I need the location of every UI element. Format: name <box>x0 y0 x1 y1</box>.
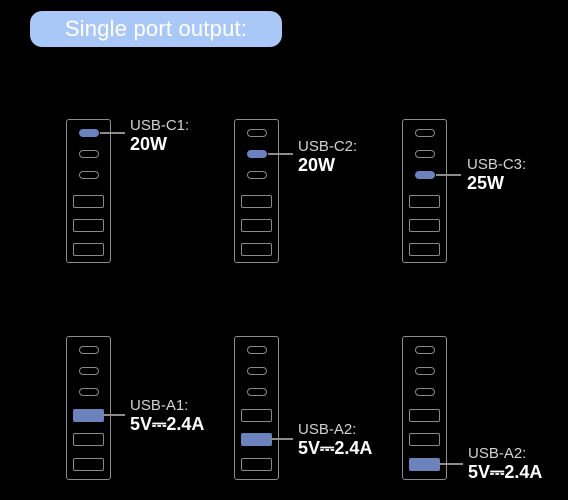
usb-a-port <box>73 195 104 208</box>
usb-a2-port-highlighted <box>241 433 272 446</box>
usb-c3-port-highlighted <box>415 171 435 179</box>
usb-a3-label: USB-A2: 5V⎓2.4A <box>468 446 542 481</box>
usb-c-port <box>415 346 435 354</box>
usb-a1-value: 5V⎓2.4A <box>130 414 205 434</box>
usb-c3-leader-line <box>436 174 461 176</box>
usb-c-port <box>247 346 267 354</box>
page-title: Single port output: <box>30 11 282 47</box>
charger-diagram-c3 <box>402 119 447 263</box>
usb-a-port <box>73 243 104 256</box>
usb-a-port <box>409 219 440 232</box>
usb-c-port <box>415 388 435 396</box>
usb-a1-port-highlighted <box>73 409 104 422</box>
usb-c-port <box>79 171 99 179</box>
usb-c-port <box>247 129 267 137</box>
usb-c1-name: USB-C1: <box>130 117 190 134</box>
usb-a-port <box>409 195 440 208</box>
charger-diagram-a3 <box>402 336 447 480</box>
usb-a3-leader-line <box>439 463 463 465</box>
charger-diagram-c2 <box>234 119 279 263</box>
usb-a3-port-highlighted <box>409 458 440 471</box>
usb-c2-label: USB-C2: 20W <box>298 139 357 174</box>
usb-a-port <box>73 433 104 446</box>
charger-diagram-c1 <box>66 119 111 263</box>
usb-a-port <box>241 219 272 232</box>
usb-a-port <box>73 219 104 232</box>
usb-c-port <box>415 367 435 375</box>
usb-a2-name: USB-A2: <box>298 421 357 438</box>
usb-c3-label: USB-C3: 25W <box>467 157 526 192</box>
usb-c1-value: 20W <box>130 134 168 154</box>
charger-diagram-a1 <box>66 336 111 480</box>
usb-a2-value: 5V⎓2.4A <box>298 438 373 458</box>
usb-a-port <box>73 458 104 471</box>
usb-a1-name: USB-A1: <box>130 397 189 414</box>
usb-c2-port-highlighted <box>247 150 267 158</box>
usb-c3-name: USB-C3: <box>467 156 527 173</box>
usb-c-port <box>247 367 267 375</box>
usb-a3-value: 5V⎓2.4A <box>468 462 543 482</box>
usb-c-port <box>415 129 435 137</box>
usb-c1-port-highlighted <box>79 129 99 137</box>
usb-a-port <box>241 243 272 256</box>
usb-a3-name: USB-A2: <box>468 445 527 462</box>
usb-a1-leader-line <box>103 414 125 416</box>
usb-a2-label: USB-A2: 5V⎓2.4A <box>298 422 372 457</box>
usb-c-port <box>79 150 99 158</box>
usb-c1-label: USB-C1: 20W <box>130 118 189 153</box>
usb-c-port <box>415 150 435 158</box>
charger-diagram-a2 <box>234 336 279 480</box>
usb-c1-leader-line <box>100 132 125 134</box>
usb-c2-leader-line <box>268 153 293 155</box>
usb-a-port <box>241 409 272 422</box>
usb-a-port <box>409 433 440 446</box>
usb-c-port <box>247 171 267 179</box>
usb-a-port <box>241 195 272 208</box>
usb-c3-value: 25W <box>467 173 505 193</box>
usb-c2-name: USB-C2: <box>298 138 358 155</box>
usb-a2-leader-line <box>271 438 293 440</box>
usb-a-port <box>409 243 440 256</box>
usb-c-port <box>79 367 99 375</box>
usb-c-port <box>79 346 99 354</box>
usb-a-port <box>241 458 272 471</box>
usb-c2-value: 20W <box>298 155 336 175</box>
usb-c-port <box>79 388 99 396</box>
usb-c-port <box>247 388 267 396</box>
usb-a-port <box>409 409 440 422</box>
usb-a1-label: USB-A1: 5V⎓2.4A <box>130 398 204 433</box>
